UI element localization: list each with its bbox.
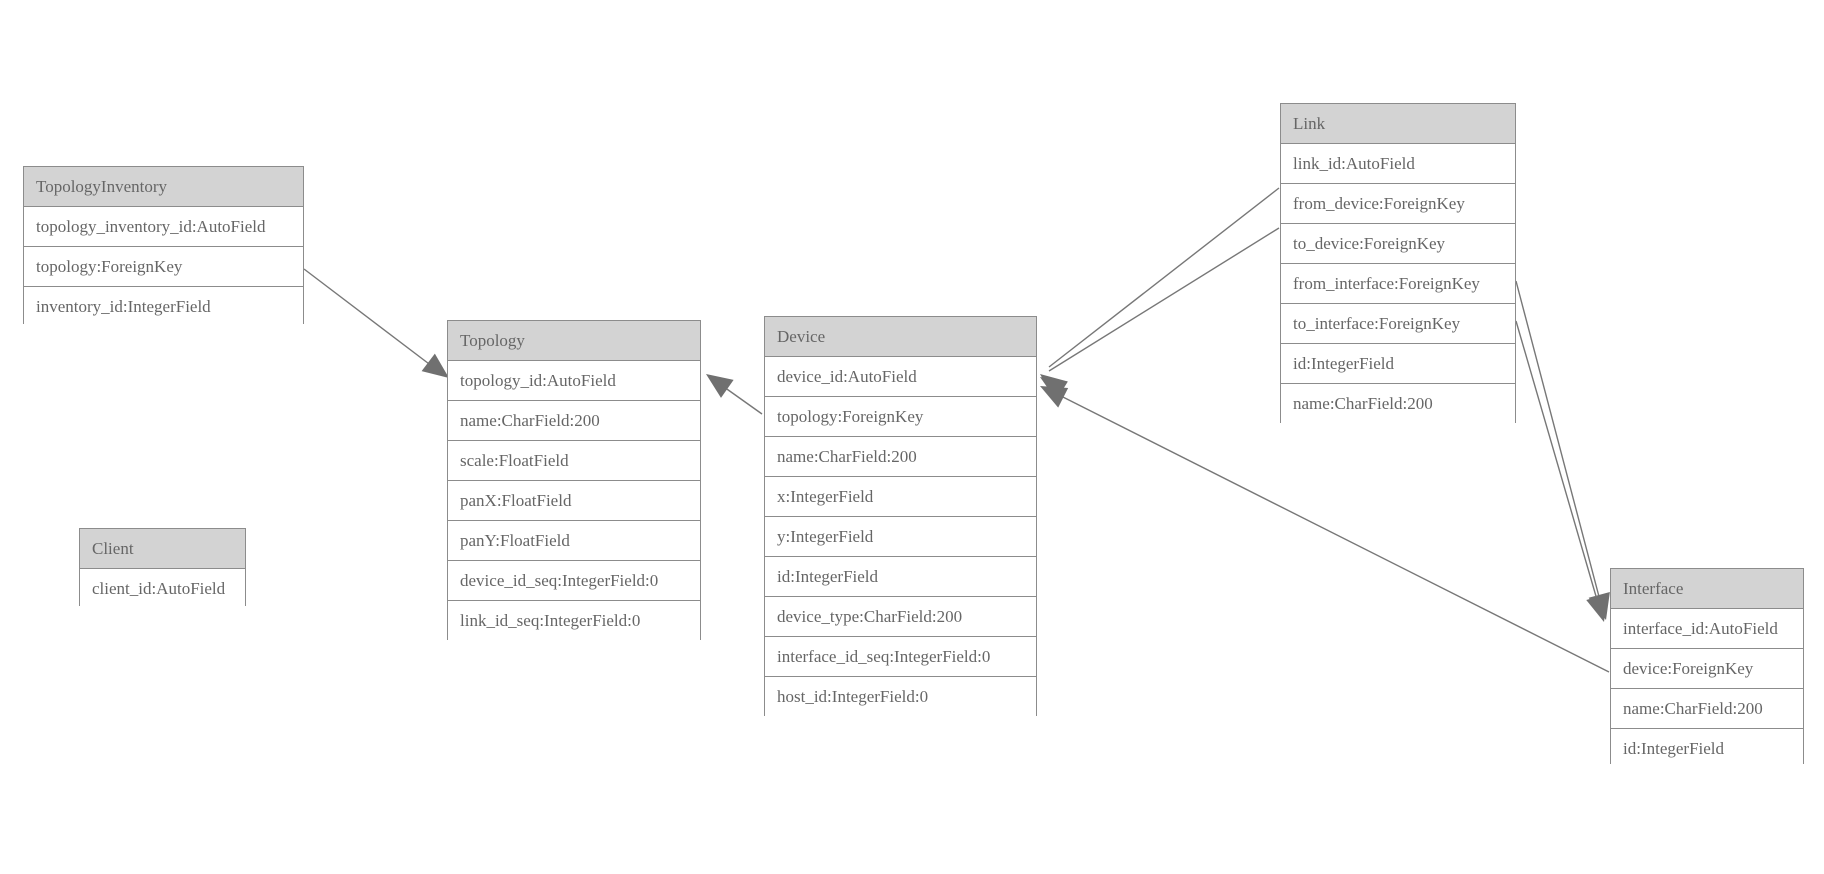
edge-line bbox=[716, 381, 763, 415]
entity-field: host_id:IntegerField:0 bbox=[765, 677, 1036, 716]
entity-field: interface_id:AutoField bbox=[1611, 609, 1803, 649]
edge-line bbox=[1048, 389, 1610, 673]
entity-field: name:CharField:200 bbox=[1611, 689, 1803, 729]
edge-line bbox=[1048, 227, 1280, 372]
edge-line bbox=[1515, 320, 1601, 611]
entity-title-topology: Topology bbox=[448, 321, 700, 361]
entity-field: device_id:AutoField bbox=[765, 357, 1036, 397]
entity-field: interface_id_seq:IntegerField:0 bbox=[765, 637, 1036, 677]
entity-field: inventory_id:IntegerField bbox=[24, 287, 303, 326]
entity-field: topology_id:AutoField bbox=[448, 361, 700, 401]
entity-field: topology_inventory_id:AutoField bbox=[24, 207, 303, 247]
edge-link-to_device-to-device bbox=[1040, 227, 1280, 401]
entity-field: id:IntegerField bbox=[765, 557, 1036, 597]
entity-field: from_device:ForeignKey bbox=[1281, 184, 1515, 224]
entity-title-client: Client bbox=[80, 529, 245, 569]
entity-field: device_type:CharField:200 bbox=[765, 597, 1036, 637]
edge-topologyinventory-to-topology bbox=[303, 268, 449, 378]
entity-field: device:ForeignKey bbox=[1611, 649, 1803, 689]
entity-field: panY:FloatField bbox=[448, 521, 700, 561]
edge-link-to_interface-to-interface bbox=[1515, 320, 1608, 622]
entity-title-topology_inventory: TopologyInventory bbox=[24, 167, 303, 207]
entity-field: topology:ForeignKey bbox=[765, 397, 1036, 437]
entity-field: name:CharField:200 bbox=[765, 437, 1036, 477]
entity-field: client_id:AutoField bbox=[80, 569, 245, 608]
entity-title-interface: Interface bbox=[1611, 569, 1803, 609]
entity-field: topology:ForeignKey bbox=[24, 247, 303, 287]
entity-title-link: Link bbox=[1281, 104, 1515, 144]
entity-field: to_device:ForeignKey bbox=[1281, 224, 1515, 264]
entity-title-device: Device bbox=[765, 317, 1036, 357]
entity-field: device_id_seq:IntegerField:0 bbox=[448, 561, 700, 601]
entity-field: name:CharField:200 bbox=[1281, 384, 1515, 423]
entity-field: to_interface:ForeignKey bbox=[1281, 304, 1515, 344]
entity-field: scale:FloatField bbox=[448, 441, 700, 481]
edge-line bbox=[303, 268, 442, 374]
edge-line bbox=[1048, 187, 1280, 368]
entity-field: id:IntegerField bbox=[1281, 344, 1515, 384]
entity-field: from_interface:ForeignKey bbox=[1281, 264, 1515, 304]
edge-device-to-topology bbox=[706, 374, 763, 415]
edge-arrowhead bbox=[1040, 386, 1069, 408]
edge-link-from_interface-to-interface bbox=[1515, 280, 1610, 620]
edge-link-from_device-to-device bbox=[1040, 187, 1280, 399]
edge-arrowhead bbox=[706, 374, 734, 398]
entity-field: panX:FloatField bbox=[448, 481, 700, 521]
entity-field: y:IntegerField bbox=[765, 517, 1036, 557]
edge-arrowhead bbox=[1040, 377, 1068, 401]
edge-arrowhead bbox=[1040, 374, 1068, 399]
entity-field: link_id:AutoField bbox=[1281, 144, 1515, 184]
edge-line bbox=[1515, 280, 1603, 609]
entity-field: name:CharField:200 bbox=[448, 401, 700, 441]
entity-field: id:IntegerField bbox=[1611, 729, 1803, 768]
entity-field: link_id_seq:IntegerField:0 bbox=[448, 601, 700, 640]
entity-field: x:IntegerField bbox=[765, 477, 1036, 517]
